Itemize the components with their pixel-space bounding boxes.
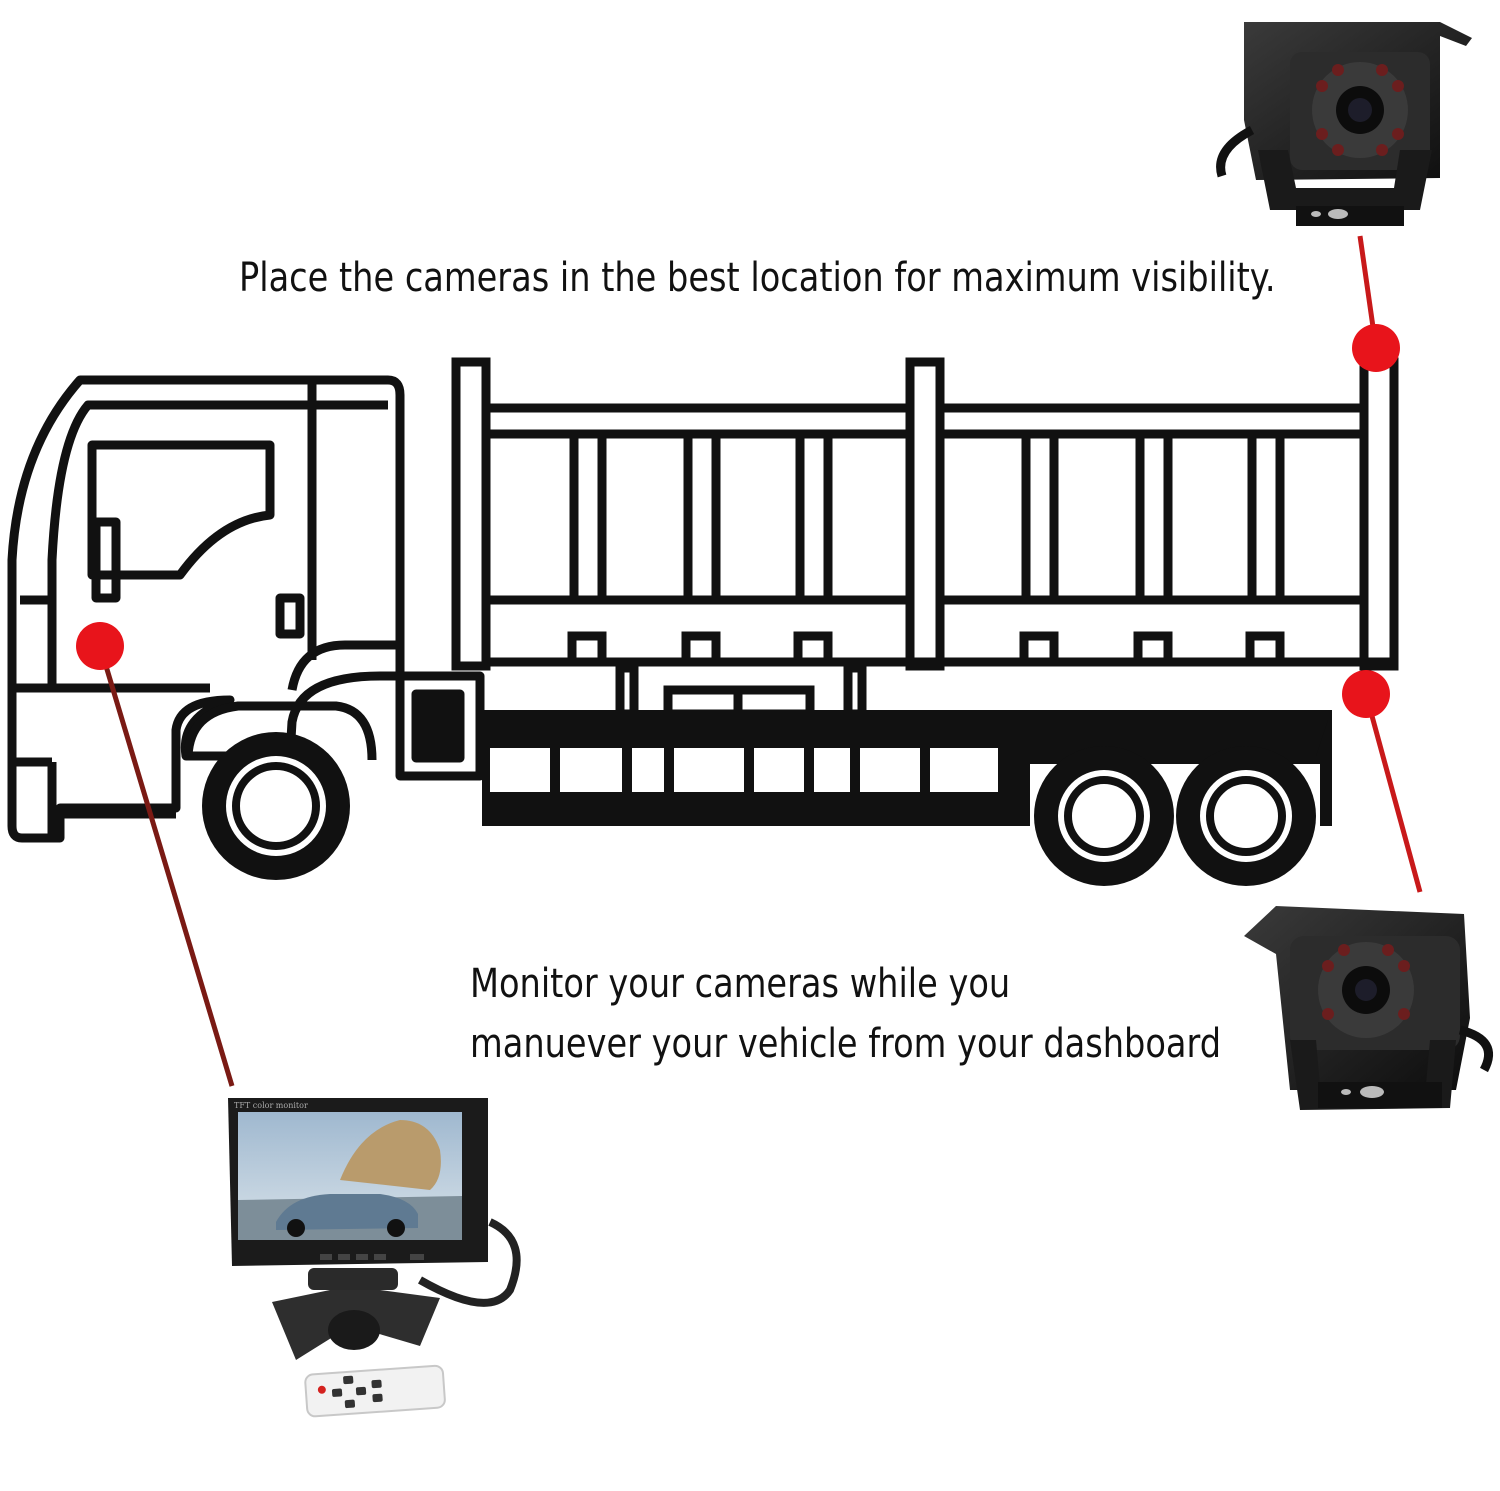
- monitor-icon: [228, 1098, 521, 1360]
- truck-cab-inner: [47, 400, 388, 600]
- position-markers: [76, 324, 1400, 718]
- truck-cargo-bed: [451, 357, 1399, 671]
- rear-wheel-2: [1176, 746, 1316, 886]
- cab-mirror: [91, 517, 121, 603]
- caption-monitor-line-2: manuever your vehicle from your dashboar…: [470, 1021, 1222, 1067]
- remote-control-icon: [304, 1364, 446, 1418]
- backup-camera-icon: [1244, 906, 1493, 1110]
- leader-line-monitor: [97, 645, 235, 1087]
- front-wheel: [202, 732, 350, 880]
- truck-wheels: [202, 732, 1316, 886]
- backup-camera-icon: [1216, 22, 1472, 226]
- caption-camera-placement: Place the cameras in the best location f…: [239, 255, 1276, 301]
- truck-outline-icon: [7, 375, 485, 843]
- caption-monitor: Monitor your cameras while you manuever …: [470, 954, 1221, 1074]
- rear-wheel-1: [1034, 746, 1174, 886]
- truck-cab: [7, 375, 405, 843]
- caption-monitor-line-1: Monitor your cameras while you: [470, 961, 1011, 1007]
- marker-top-camera: [1352, 324, 1400, 372]
- marker-rear-camera: [1342, 670, 1390, 718]
- marker-dashboard: [76, 622, 124, 670]
- cab-window: [87, 440, 275, 580]
- monitor-label: TFT color monitor: [234, 1101, 308, 1110]
- door-handle: [275, 593, 305, 639]
- leader-line-bottom-camera: [1363, 693, 1423, 893]
